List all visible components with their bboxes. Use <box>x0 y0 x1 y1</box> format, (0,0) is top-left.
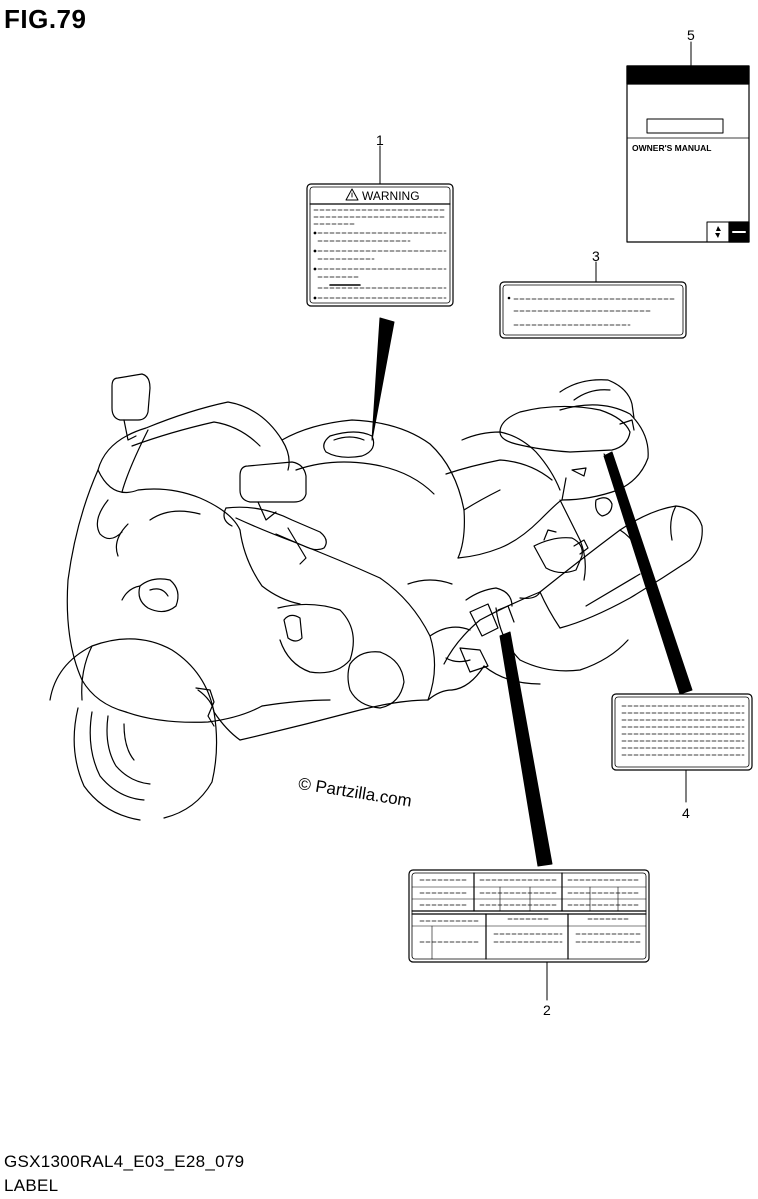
suzuki-logo-icon <box>715 226 721 238</box>
manual-title: OWNER'S MANUAL <box>632 143 711 153</box>
callout-1: 1 <box>376 132 384 148</box>
callout-4: 4 <box>682 805 690 821</box>
figure-code: GSX1300RAL4_E03_E28_079 <box>4 1152 245 1171</box>
pointer-label-4 <box>603 451 693 695</box>
warning-triangle-icon <box>345 188 359 201</box>
leader-lines <box>379 41 692 1001</box>
pointer-label-2 <box>499 631 553 867</box>
warning-heading: WARNING <box>362 189 420 203</box>
label-1-warning <box>306 183 454 307</box>
callout-3: 3 <box>592 248 600 264</box>
callout-2: 2 <box>543 1002 551 1018</box>
figure-title: FIG.79 <box>4 4 87 34</box>
label-2 <box>408 869 650 963</box>
pointer-label-1 <box>371 317 395 441</box>
label-4 <box>611 693 753 771</box>
motorcycle-drawing <box>49 373 703 821</box>
label-3 <box>499 281 687 339</box>
label-5-owners-manual <box>626 65 750 243</box>
pointer-wedges <box>371 317 693 867</box>
callout-5: 5 <box>687 27 695 43</box>
section-label: LABEL <box>4 1176 59 1195</box>
